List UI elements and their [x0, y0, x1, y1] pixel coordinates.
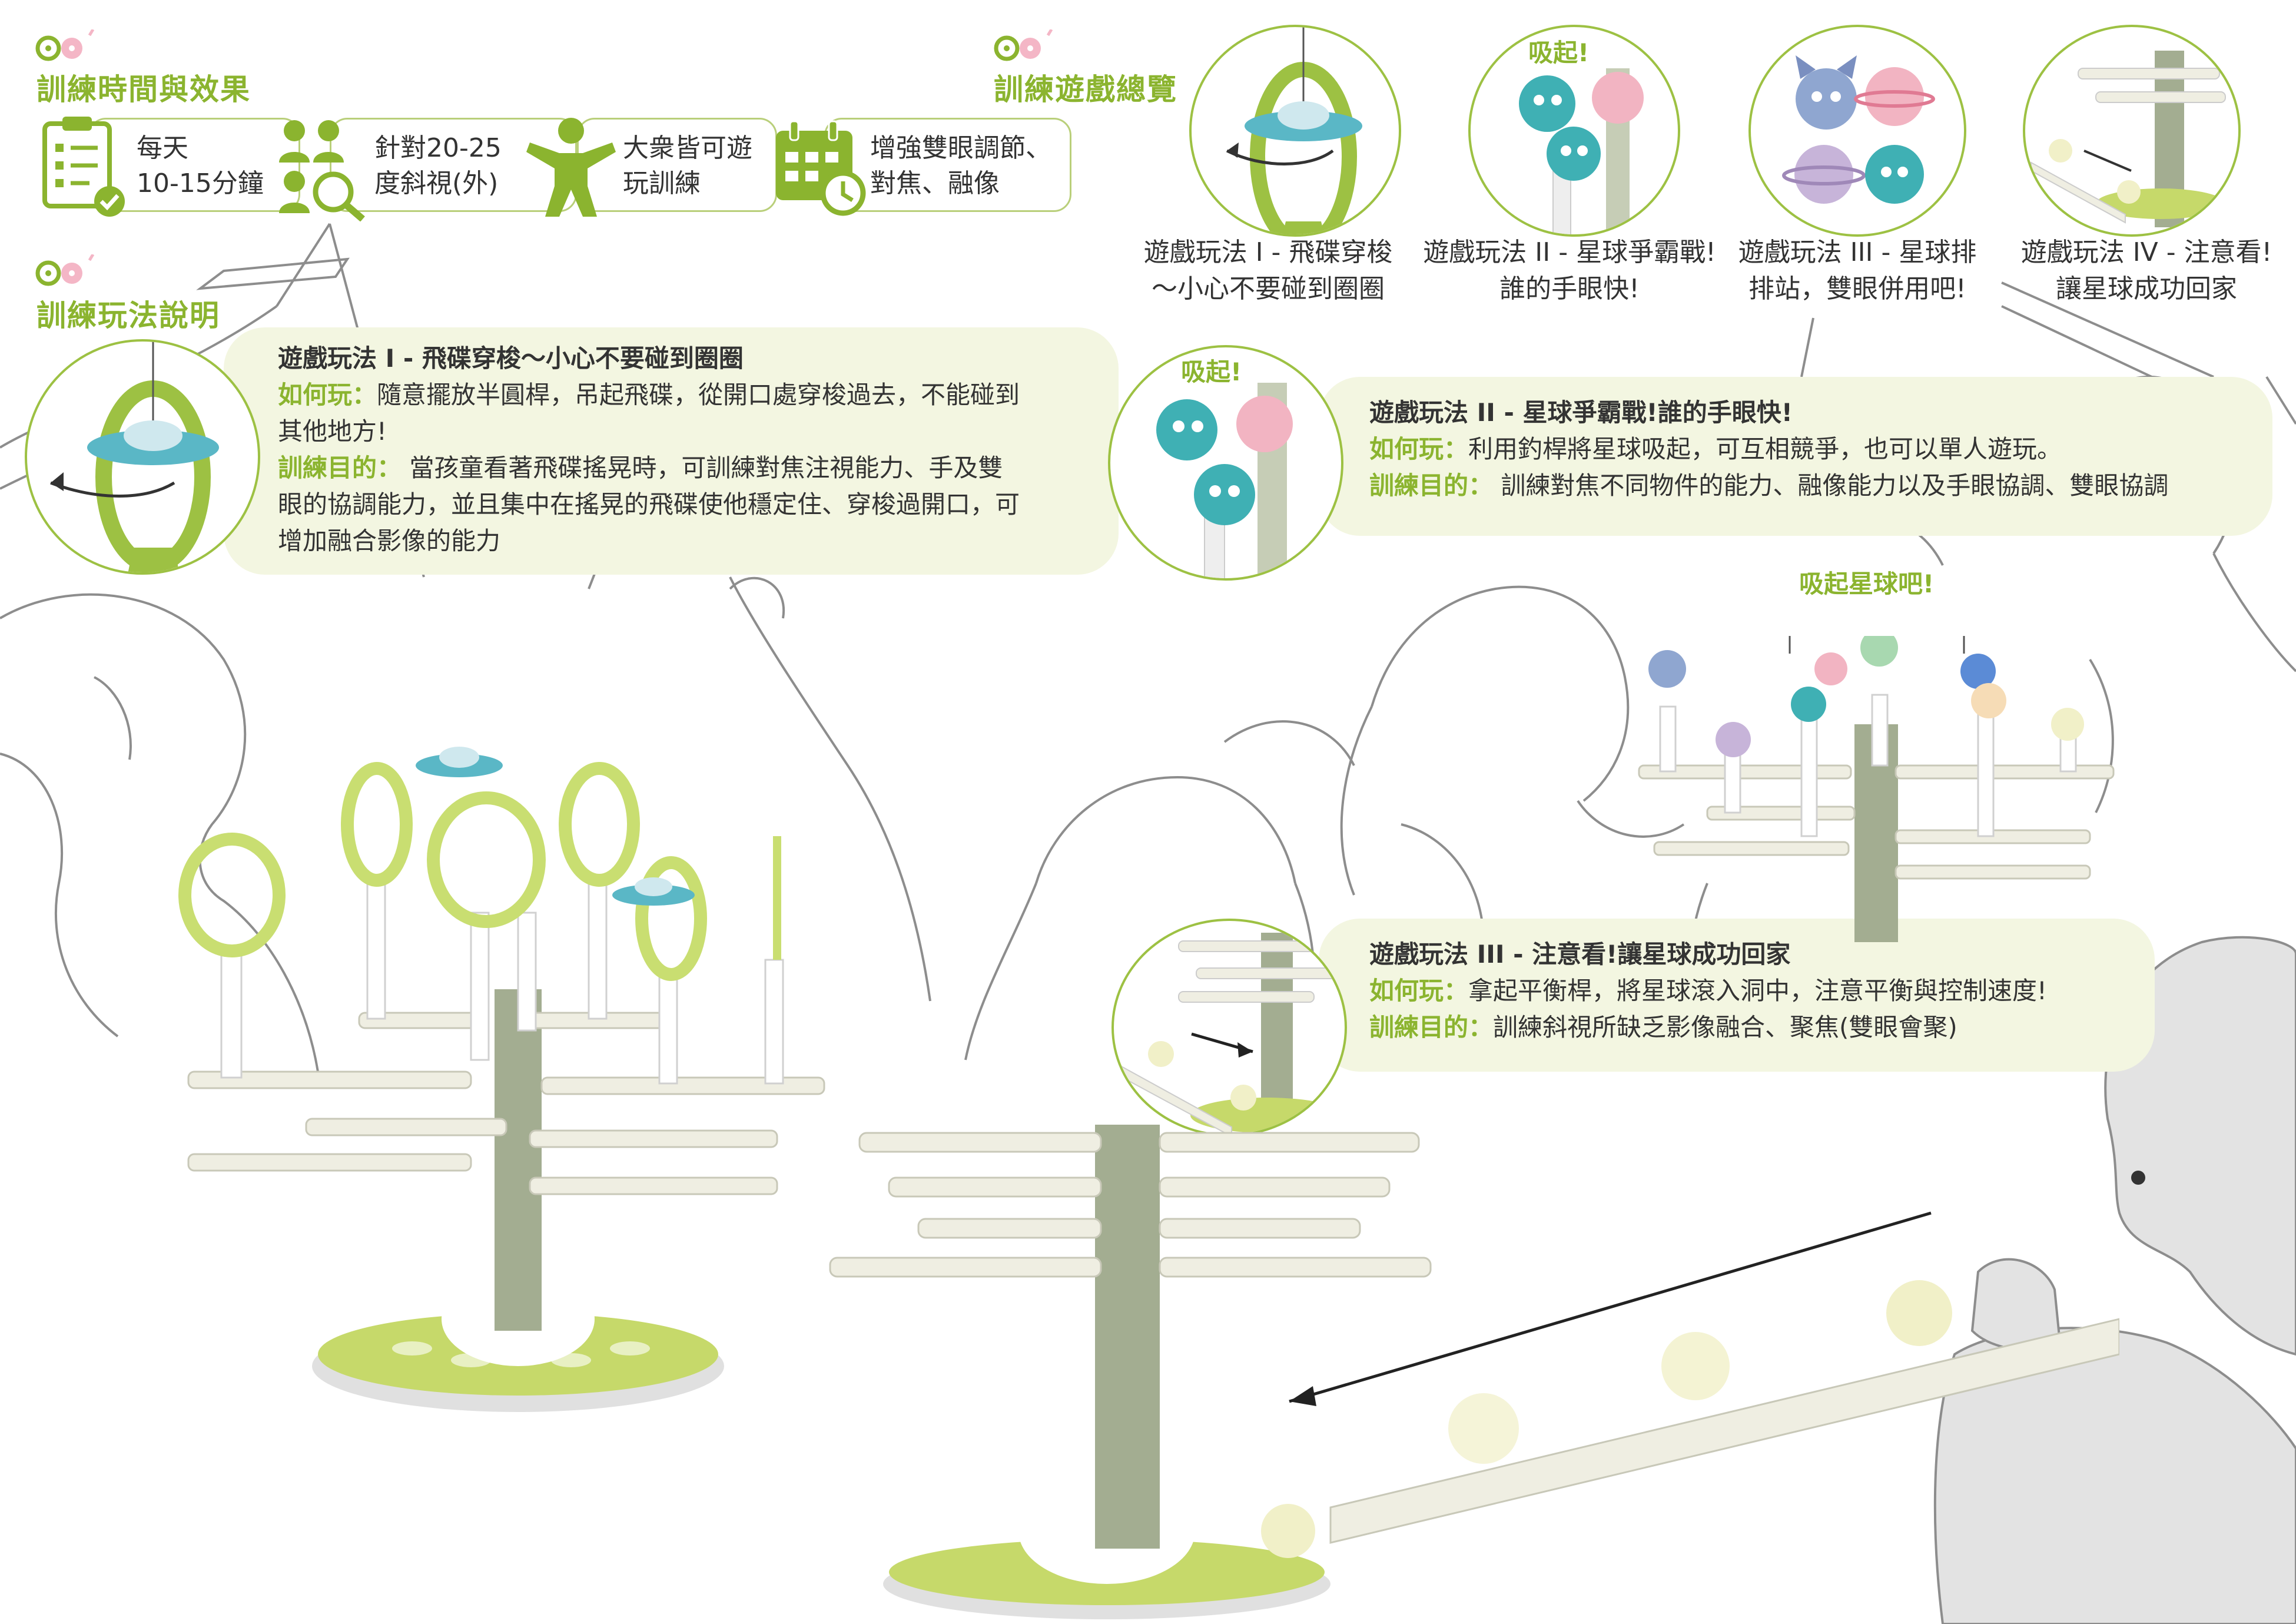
- people-search-icon: [279, 120, 365, 221]
- overview-image-game-1: [1189, 25, 1401, 237]
- calendar-clock-icon: [776, 120, 866, 216]
- game-2-badge-suck: 吸起!: [1181, 357, 1242, 386]
- stat-text-target: 針對20-25 度斜視(外): [374, 133, 502, 198]
- person-icon: [526, 118, 616, 217]
- game-2-description-panel: 遊戲玩法 II - 星球爭霸戰!誰的手眼快! 如何玩：利用釣桿將星球吸起，可互相…: [1319, 377, 2272, 536]
- section-title-overview: 訓練遊戲總覽: [994, 72, 1177, 107]
- ramp-tree-render: [829, 1125, 2119, 1619]
- overview-caption-game-2: 遊戲玩法 II - 星球爭霸戰! 誰的手眼快!: [1423, 237, 1716, 304]
- stat-card-everyone: [577, 118, 777, 212]
- game-3-how-text: 拿起平衡桿，將星球滾入洞中，注意平衡與控制速度!: [1468, 976, 2047, 1005]
- overview-caption-game-3: 遊戲玩法 III - 星球排 排站，雙眼併用吧!: [1738, 237, 1977, 304]
- stat-text-enhance: 增強雙眼調節、 對焦、融像: [870, 133, 1051, 198]
- game-2-how-text: 利用釣桿將星球吸起，可互相競爭，也可以單人遊玩。: [1468, 435, 2062, 463]
- overview-badge-suck: 吸起!: [1528, 38, 1590, 67]
- game-3-title: 遊戲玩法 III - 注意看!讓星球成功回家: [1369, 940, 1791, 969]
- game-1-how-text-cont: 其他地方!: [278, 417, 387, 446]
- game-3-goal-text: 訓練斜視所缺乏影像融合、聚焦(雙眼會聚): [1493, 1013, 1957, 1042]
- game-2-goal-text: 訓練對焦不同物件的能力、融像能力以及手眼協調、雙眼協調: [1493, 471, 2169, 500]
- game-2-title: 遊戲玩法 II - 星球爭霸戰!誰的手眼快!: [1369, 398, 1793, 427]
- stat-text-daily: 每天 10-15分鐘: [137, 133, 264, 198]
- game-3-goal-label: 訓練目的：: [1369, 1013, 1494, 1042]
- game-1-title: 遊戲玩法 I - 飛碟穿梭～小心不要碰到圈圈: [278, 344, 744, 373]
- game-1-goal-text: 當孩童看著飛碟搖晃時，可訓練對焦注視能力、手及雙: [402, 453, 1003, 482]
- game-3-image: [1111, 919, 1347, 1136]
- brand-eyes-logo-icon: [35, 254, 95, 286]
- clipboard-icon: [42, 117, 125, 217]
- overview-image-game-4: [2023, 25, 2241, 237]
- game-2-goal-label: 訓練目的：: [1369, 471, 1494, 500]
- section-title-time-effect: 訓練時間與效果: [37, 72, 251, 107]
- game-1-goal-label: 訓練目的：: [278, 453, 402, 482]
- game-1-description-panel: 遊戲玩法 I - 飛碟穿梭～小心不要碰到圈圈 如何玩：隨意擺放半圓桿，吊起飛碟，…: [224, 327, 1119, 575]
- brand-eyes-logo-icon: [35, 29, 95, 61]
- overview-image-game-2: [1468, 25, 1680, 237]
- ufo-ring-tree-render: [178, 747, 825, 1412]
- overview-image-game-3: [1748, 25, 1966, 237]
- game-3-description-panel: 遊戲玩法 III - 注意看!讓星球成功回家 如何玩：拿起平衡桿，將星球滾入洞中…: [1319, 919, 2155, 1072]
- game-1-goal-text-cont: 眼的協調能力，並且集中在搖晃的飛碟使他穩定住、穿梭過開口，可: [278, 490, 1020, 519]
- section-title-howto: 訓練玩法說明: [37, 299, 220, 333]
- overview-caption-game-4: 遊戲玩法 IV - 注意看! 讓星球成功回家: [2020, 237, 2272, 304]
- game-3-how-label: 如何玩：: [1369, 976, 1469, 1005]
- stat-text-everyone: 大衆皆可遊 玩訓練: [623, 133, 752, 198]
- game-1-how-text: 隨意擺放半圓桿，吊起飛碟，從開口處穿梭過去，不能碰到: [377, 380, 1020, 409]
- planet-tree-render: [1638, 636, 2115, 942]
- game-2-image: [1108, 345, 1343, 581]
- game-2-how-label: 如何玩：: [1369, 435, 1469, 463]
- suck-planet-label: 吸起星球吧!: [1799, 569, 1935, 598]
- brand-eyes-logo-icon: [994, 29, 1053, 61]
- game-1-how-label: 如何玩：: [278, 380, 377, 409]
- game-1-goal-text-cont2: 增加融合影像的能力: [278, 526, 501, 555]
- overview-caption-game-1: 遊戲玩法 I - 飛碟穿梭 ～小心不要碰到圈圈: [1143, 237, 1393, 304]
- game-1-image: [25, 339, 260, 575]
- stat-card-target: [330, 118, 577, 212]
